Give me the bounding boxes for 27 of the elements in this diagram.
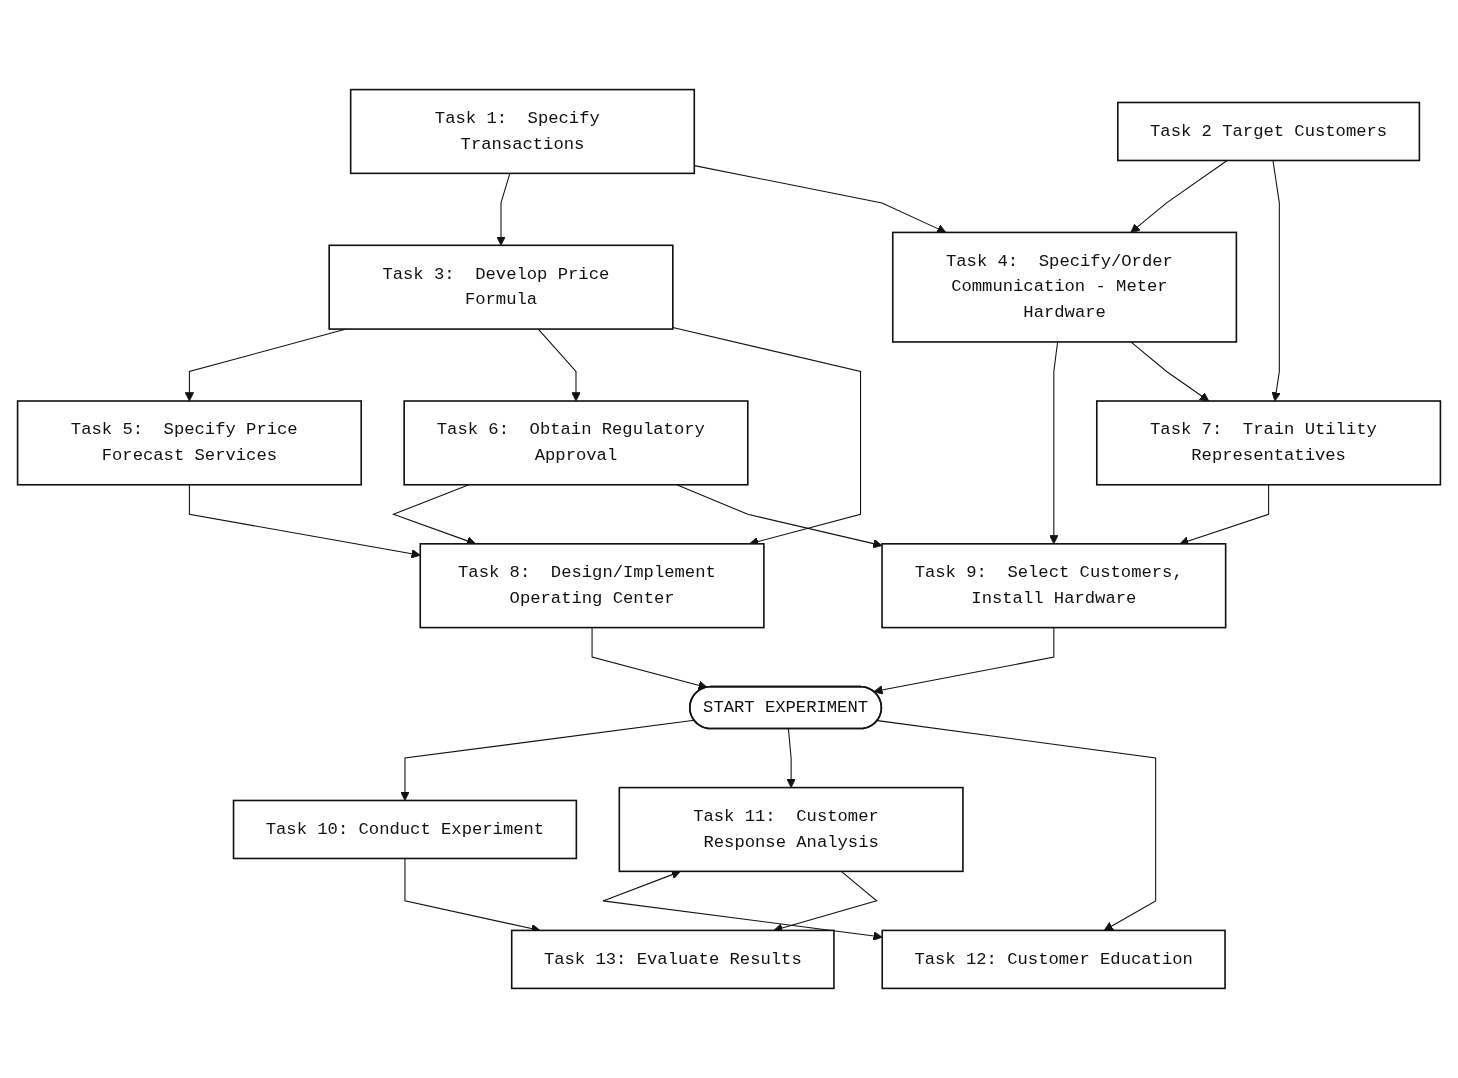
arrow [537,328,581,402]
node-box [403,400,749,486]
node-box [328,244,674,330]
node-box [510,929,835,990]
arrow [877,720,1157,931]
node-box [16,400,362,486]
arrow [188,484,421,559]
node-box [1096,400,1442,486]
node-box [891,231,1238,343]
node-box [419,543,765,629]
node-box [618,786,964,873]
arrow [496,172,511,246]
node-box [881,543,1227,629]
arrow [1130,159,1228,233]
node-box [1117,101,1421,162]
node-box [349,88,696,175]
arrow [602,870,883,941]
node-box [881,929,1226,990]
arrow [676,484,883,549]
node-box [232,799,578,860]
arrow [786,728,796,788]
arrow [873,627,1055,695]
arrow [591,627,708,690]
arrow [1271,159,1281,402]
arrow [1130,341,1210,402]
arrow [400,719,695,801]
arrow [1049,341,1059,545]
